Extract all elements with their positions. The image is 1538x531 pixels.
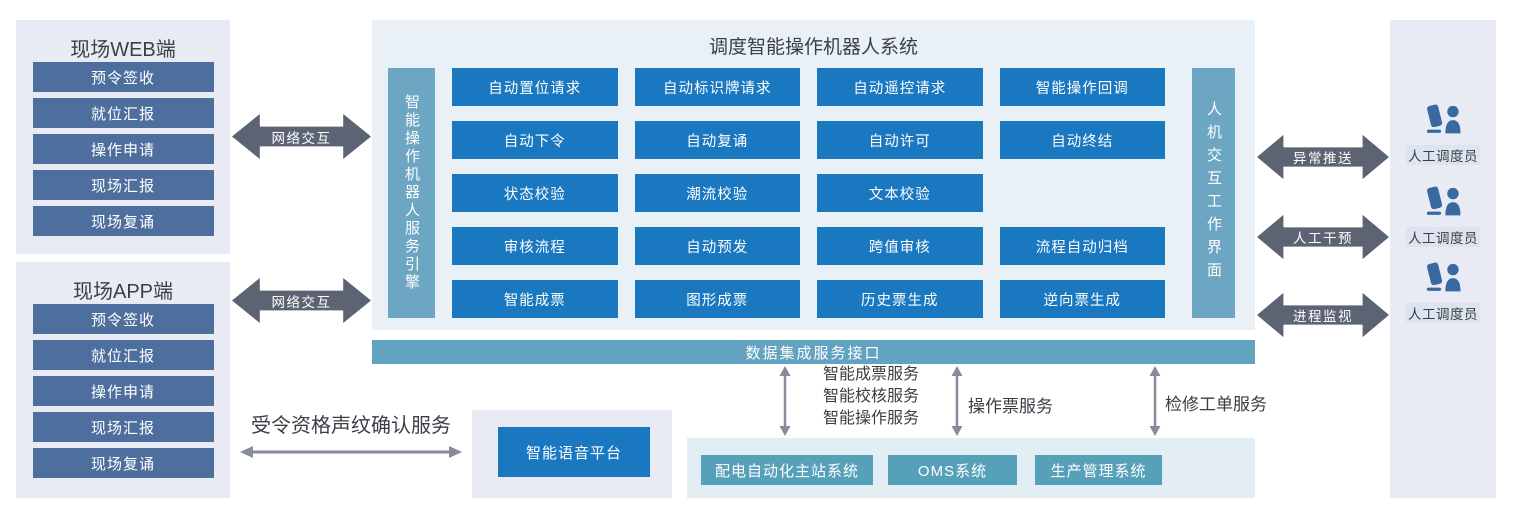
- voiceprint-service-label: 受令资格声纹确认服务: [251, 415, 451, 437]
- grid-btn-r2-2: 自动许可: [817, 121, 983, 159]
- external-system-2: 生产管理系统: [1035, 455, 1162, 485]
- human-machine-interface-bar: 人机交互工作界面: [1192, 68, 1235, 318]
- vertical-double-arrow-icon: [779, 366, 791, 436]
- manual-intervention-label: 人工干预: [1293, 231, 1353, 246]
- external-system-1: OMS系统: [888, 455, 1017, 485]
- external-system-0: 配电自动化主站系统: [701, 455, 873, 485]
- operator-at-desk-icon: [1426, 186, 1461, 216]
- field-app-panel: 现场APP端 预令签收就位汇报操作申请现场汇报现场复诵: [16, 262, 230, 498]
- exception-push-label: 异常推送: [1293, 151, 1353, 166]
- web-panel-item-1: 就位汇报: [32, 98, 214, 128]
- vertical-double-arrow-icon: [1149, 366, 1161, 436]
- voice-platform-button: 智能语音平台: [498, 427, 650, 477]
- dispatcher-label: 人工调度员: [1406, 227, 1480, 247]
- field-web-list: 预令签收就位汇报操作申请现场汇报现场复诵: [16, 62, 230, 236]
- network-arrow-bottom: 网络交互: [232, 277, 371, 324]
- grid-btn-r1-2: 自动遥控请求: [817, 68, 983, 106]
- operator-at-desk-icon: [1426, 262, 1461, 292]
- grid-btn-r2-1: 自动复诵: [634, 121, 800, 159]
- grid-btn-r1-3: 智能操作回调: [999, 68, 1165, 106]
- grid-btn-r2-0: 自动下令: [452, 121, 618, 159]
- grid-row-1: 自动置位请求自动标识牌请求自动遥控请求智能操作回调: [452, 68, 1165, 106]
- grid-btn-r4-0: 审核流程: [452, 227, 618, 265]
- operation-ticket-service-label: 操作票服务: [968, 397, 1053, 416]
- grid-btn-r1-0: 自动置位请求: [452, 68, 618, 106]
- grid-btn-r2-3: 自动终结: [999, 121, 1165, 159]
- grid-btn-r1-1: 自动标识牌请求: [634, 68, 800, 106]
- dispatcher-entry: 人工调度员: [1390, 262, 1496, 323]
- process-monitoring-arrow: 进程监视: [1257, 292, 1389, 338]
- field-web-panel: 现场WEB端 预令签收就位汇报操作申请现场汇报现场复诵: [16, 20, 230, 254]
- app-panel-item-1: 就位汇报: [32, 340, 214, 370]
- grid-btn-r5-3: 逆向票生成: [999, 280, 1165, 318]
- network-arrow-top-label: 网络交互: [271, 130, 332, 146]
- exception-push-arrow: 异常推送: [1257, 134, 1389, 180]
- function-grid: 自动置位请求自动标识牌请求自动遥控请求智能操作回调 自动下令自动复诵自动许可自动…: [452, 68, 1165, 318]
- web-panel-item-0: 预令签收: [32, 62, 214, 92]
- service-line: 智能校核服务: [823, 388, 920, 405]
- service-line: 智能成票服务: [823, 366, 920, 383]
- grid-row-4: 审核流程自动预发跨值审核流程自动归档: [452, 227, 1165, 265]
- data-integration-bar: 数据集成服务接口: [372, 340, 1255, 364]
- external-systems-row: 配电自动化主站系统 OMS系统生产管理系统: [701, 455, 1241, 485]
- main-system-title: 调度智能操作机器人系统: [708, 37, 918, 58]
- data-integration-label: 数据集成服务接口: [745, 344, 882, 362]
- grid-btn-r5-1: 图形成票: [634, 280, 800, 318]
- network-arrow-top: 网络交互: [232, 113, 371, 160]
- web-panel-item-3: 现场汇报: [32, 170, 214, 200]
- grid-btn-r5-2: 历史票生成: [817, 280, 983, 318]
- dispatcher-entry: 人工调度员: [1390, 186, 1496, 247]
- field-web-title: 现场WEB端: [70, 39, 176, 61]
- operator-at-desk-icon: [1426, 104, 1461, 134]
- grid-btn-r3-2: 文本校验: [817, 174, 983, 212]
- grid-btn-r3-empty: [1000, 174, 1166, 212]
- process-monitoring-label: 进程监视: [1293, 309, 1353, 324]
- manual-intervention-arrow: 人工干预: [1257, 214, 1389, 260]
- dispatcher-label: 人工调度员: [1406, 303, 1480, 323]
- grid-btn-r5-0: 智能成票: [452, 280, 618, 318]
- grid-row-2: 自动下令自动复诵自动许可自动终结: [452, 121, 1165, 159]
- app-panel-item-0: 预令签收: [32, 304, 214, 334]
- network-arrow-bottom-label: 网络交互: [271, 294, 332, 310]
- grid-row-3: 状态校验潮流校验文本校验: [452, 174, 1165, 212]
- web-panel-item-2: 操作申请: [32, 134, 214, 164]
- app-panel-item-2: 操作申请: [32, 376, 214, 406]
- grid-btn-r4-2: 跨值审核: [817, 227, 983, 265]
- grid-btn-r3-0: 状态校验: [452, 174, 618, 212]
- app-panel-item-3: 现场汇报: [32, 412, 214, 442]
- dispatchers-panel: [1390, 20, 1496, 498]
- app-panel-item-4: 现场复诵: [32, 448, 214, 478]
- vertical-double-arrow-icon: [951, 366, 963, 436]
- maintenance-order-service-label: 检修工单服务: [1165, 395, 1267, 414]
- dispatcher-label: 人工调度员: [1406, 145, 1480, 165]
- grid-row-5: 智能成票图形成票历史票生成逆向票生成: [452, 280, 1165, 318]
- grid-btn-r4-3: 流程自动归档: [999, 227, 1165, 265]
- ticket-services-label: 智能成票服务 智能校核服务 智能操作服务: [823, 364, 919, 430]
- field-app-title: 现场APP端: [72, 281, 174, 303]
- robot-service-engine-bar: 智能操作机器人服务引擎: [388, 68, 435, 318]
- field-app-list: 预令签收就位汇报操作申请现场汇报现场复诵: [16, 304, 230, 478]
- dispatcher-entry: 人工调度员: [1390, 104, 1496, 165]
- web-panel-item-4: 现场复诵: [32, 206, 214, 236]
- service-line: 智能操作服务: [823, 410, 920, 427]
- grid-btn-r3-1: 潮流校验: [634, 174, 800, 212]
- horizontal-double-arrow-icon: [240, 446, 462, 458]
- grid-btn-r4-1: 自动预发: [634, 227, 800, 265]
